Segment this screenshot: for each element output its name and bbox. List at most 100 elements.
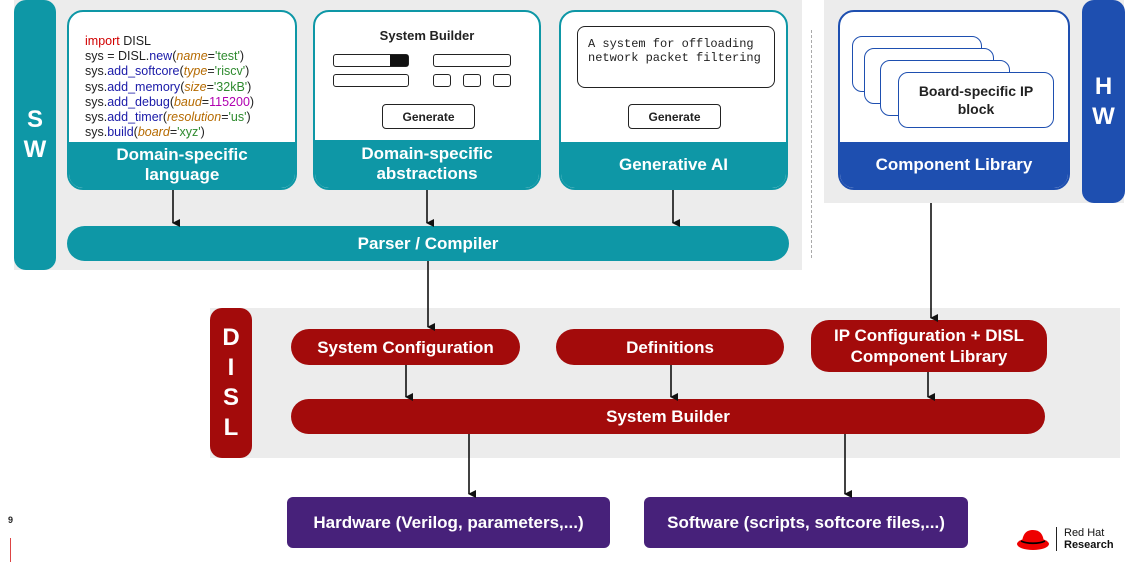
code-token: sys. [85, 94, 108, 109]
page-number: 9 [8, 515, 14, 525]
code-token: = [169, 125, 178, 140]
mock-slider [333, 54, 409, 67]
code-token: ( [180, 79, 185, 94]
disl-label-d: D [222, 324, 240, 351]
code-token: sys. [85, 64, 108, 79]
code-token: 'us' [228, 110, 247, 125]
brand-line-1: Red Hat [1064, 527, 1105, 539]
code-line: import DISL [85, 34, 254, 49]
software-output: Software (scripts, softcore files,...) [644, 497, 968, 548]
code-token: = [201, 94, 210, 109]
code-token: type [183, 64, 208, 79]
disl-label-s: S [222, 384, 239, 411]
redhat-logo [1015, 526, 1051, 552]
code-token: add_timer [107, 110, 163, 125]
code-token: ( [172, 49, 177, 64]
mock-checkbox-3 [493, 74, 511, 87]
component-card-footer: Component Library [840, 142, 1068, 188]
system-configuration: System Configuration [291, 329, 520, 365]
code-token: ( [179, 64, 184, 79]
component-card: Board-specific IP block Component Librar… [838, 10, 1070, 190]
disl-label-i: I [227, 354, 235, 381]
mock-checkbox-2 [463, 74, 481, 87]
brand-text: Red Hat Research [1064, 527, 1114, 551]
code-token: size [184, 79, 207, 94]
code-token: ) [249, 94, 255, 109]
system-builder: System Builder [291, 399, 1045, 434]
genai-prompt-box: A system for offloading network packet f… [577, 26, 775, 88]
code-token: import [85, 34, 120, 48]
system-builder-mock-title: System Builder [379, 28, 475, 43]
code-token: 115200 [209, 94, 250, 109]
sw-label-w: W [23, 136, 47, 163]
code-token: = [221, 110, 229, 125]
code-token: sys. [85, 125, 108, 140]
code-token: ) [200, 125, 205, 140]
code-token: = [207, 49, 215, 64]
code-token: sys. [85, 110, 108, 125]
hw-label-h: H [1094, 72, 1113, 100]
brand-divider [1056, 527, 1057, 551]
page-number-rule [10, 538, 11, 562]
code-token: '32kB' [213, 79, 248, 94]
code-token: DISL [119, 34, 151, 48]
code-token: name [176, 49, 208, 64]
code-token: new [149, 49, 173, 64]
mock-field-2 [333, 74, 409, 87]
code-line: sys = DISL.new(name='test') [85, 49, 254, 64]
genai-prompt-text: A system for offloading network packet f… [588, 37, 761, 65]
sw-hw-divider [811, 30, 812, 258]
code-token: build [107, 125, 134, 140]
ip-configuration: IP Configuration + DISL Component Librar… [811, 320, 1047, 372]
parser-compiler: Parser / Compiler [67, 226, 789, 261]
abstractions-generate-button[interactable]: Generate [382, 104, 475, 129]
sw-label: S W [14, 0, 56, 270]
code-token: baud [173, 94, 202, 109]
code-token: add_debug [107, 94, 170, 109]
code-line: sys.add_debug(baud=115200) [85, 95, 254, 110]
code-token: ) [247, 79, 252, 94]
hw-label-w: W [1092, 102, 1115, 130]
dsl-card-footer: Domain-specific language [69, 142, 295, 188]
code-token: = [207, 64, 215, 79]
definitions: Definitions [556, 329, 784, 365]
mock-slider-fill [390, 55, 408, 66]
disl-label: D I S L [210, 308, 252, 458]
code-token: resolution [167, 110, 222, 125]
genai-generate-button[interactable]: Generate [628, 104, 721, 129]
sw-label-s: S [26, 106, 43, 133]
abstractions-card-footer: Domain-specific abstractions [315, 140, 539, 188]
code-token: 'xyz' [177, 125, 201, 140]
mock-field-1 [433, 54, 511, 67]
code-token: ( [162, 110, 167, 125]
hardware-output: Hardware (Verilog, parameters,...) [287, 497, 610, 548]
code-token: ) [239, 49, 245, 64]
code-token: board [137, 125, 170, 140]
code-token: ) [245, 64, 250, 79]
genai-card-footer: Generative AI [561, 142, 786, 188]
code-token: add_softcore [107, 64, 180, 79]
mock-checkbox-1 [433, 74, 451, 87]
code-token: add_memory [107, 79, 181, 94]
genai-card: A system for offloading network packet f… [559, 10, 788, 190]
disl-label-l: L [223, 414, 239, 441]
code-line: sys.build(board='xyz') [85, 125, 254, 140]
abstractions-card: System Builder Generate Domain-specific … [313, 10, 541, 190]
code-line: sys.add_softcore(type='riscv') [85, 64, 254, 79]
code-line: sys.add_timer(resolution='us') [85, 110, 254, 125]
ip-card-front: Board-specific IP block [898, 72, 1054, 128]
hw-label: H W [1082, 0, 1125, 203]
ip-block-label: Board-specific IP block [918, 83, 1034, 117]
code-token: ( [169, 94, 174, 109]
code-line: sys.add_memory(size='32kB') [85, 80, 254, 95]
code-token: 'test' [214, 49, 240, 64]
code-token: ( [133, 125, 138, 140]
code-token: sys = DISL. [85, 49, 150, 64]
brand-line-2: Research [1064, 539, 1114, 551]
code-token: ) [246, 110, 251, 125]
code-token: = [206, 79, 214, 94]
redhat-hat-icon [1017, 530, 1049, 550]
code-token: 'riscv' [214, 64, 246, 79]
